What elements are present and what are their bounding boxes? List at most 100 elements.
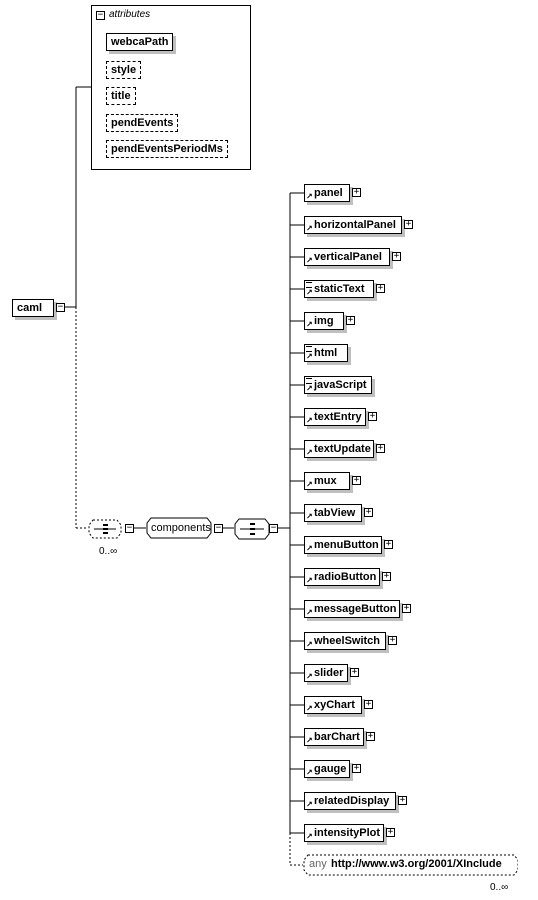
- text-content-icon: [306, 282, 312, 288]
- element-label: mux: [314, 475, 337, 487]
- element-html[interactable]: ↗html: [304, 344, 348, 362]
- element-label: html: [314, 347, 338, 359]
- element-verticalPanel[interactable]: ↗verticalPanel: [304, 248, 390, 266]
- expand-icon[interactable]: +: [352, 763, 361, 773]
- element-staticText[interactable]: ↗staticText: [304, 280, 374, 298]
- element-textEntry[interactable]: ↗textEntry: [304, 408, 366, 426]
- choice-collapse-icon[interactable]: −: [269, 523, 278, 533]
- element-label: textEntry: [314, 411, 362, 423]
- element-label: menuButton: [314, 539, 379, 551]
- element-label: horizontalPanel: [314, 219, 396, 231]
- reference-arrow-icon: ↗: [306, 480, 313, 489]
- expand-icon[interactable]: +: [352, 475, 361, 485]
- expand-icon[interactable]: +: [402, 603, 411, 613]
- reference-arrow-icon: ↗: [306, 256, 313, 265]
- reference-arrow-icon: ↗: [306, 736, 313, 745]
- element-messageButton[interactable]: ↗messageButton: [304, 600, 400, 618]
- element-wheelSwitch[interactable]: ↗wheelSwitch: [304, 632, 386, 650]
- expand-icon[interactable]: +: [404, 219, 413, 229]
- root-element-caml[interactable]: caml: [12, 299, 54, 317]
- element-xyChart[interactable]: ↗xyChart: [304, 696, 362, 714]
- element-label: panel: [314, 187, 343, 199]
- element-panel[interactable]: ↗panel: [304, 184, 350, 202]
- expand-icon[interactable]: +: [352, 187, 361, 197]
- expand-icon[interactable]: +: [388, 635, 397, 645]
- reference-arrow-icon: ↗: [306, 768, 313, 777]
- element-gauge[interactable]: ↗gauge: [304, 760, 350, 778]
- sequence-compositor-icon[interactable]: [88, 519, 122, 539]
- components-collapse-icon[interactable]: −: [214, 523, 223, 533]
- element-label: img: [314, 315, 334, 327]
- expand-icon[interactable]: +: [386, 827, 395, 837]
- components-group[interactable]: components: [146, 517, 212, 539]
- element-javaScript[interactable]: ↗javaScript: [304, 376, 372, 394]
- attribute-style[interactable]: style: [106, 61, 142, 79]
- element-label: radioButton: [314, 571, 377, 583]
- element-label: xyChart: [314, 699, 355, 711]
- components-label: components: [151, 522, 211, 534]
- expand-icon[interactable]: +: [382, 571, 391, 581]
- element-img[interactable]: ↗img: [304, 312, 344, 330]
- attributes-title: attributes: [109, 9, 151, 20]
- element-label: tabView: [314, 507, 356, 519]
- element-label: javaScript: [314, 379, 367, 391]
- expand-icon[interactable]: +: [366, 731, 375, 741]
- reference-arrow-icon: ↗: [306, 352, 313, 361]
- reference-arrow-icon: ↗: [306, 512, 313, 521]
- expand-icon[interactable]: +: [384, 539, 393, 549]
- reference-arrow-icon: ↗: [306, 576, 313, 585]
- sequence-collapse-icon[interactable]: −: [125, 523, 134, 533]
- element-mux[interactable]: ↗mux: [304, 472, 350, 490]
- reference-arrow-icon: ↗: [306, 672, 313, 681]
- reference-arrow-icon: ↗: [306, 224, 313, 233]
- reference-arrow-icon: ↗: [306, 384, 313, 393]
- element-menuButton[interactable]: ↗menuButton: [304, 536, 382, 554]
- root-collapse-icon[interactable]: −: [56, 302, 65, 312]
- any-namespace: http://www.w3.org/2001/XInclude: [331, 858, 502, 870]
- expand-icon[interactable]: +: [376, 283, 385, 293]
- expand-icon[interactable]: +: [364, 699, 373, 709]
- expand-icon[interactable]: +: [368, 411, 377, 421]
- element-label: verticalPanel: [314, 251, 382, 263]
- any-occurrence: 0..∞: [490, 882, 509, 893]
- reference-arrow-icon: ↗: [306, 448, 313, 457]
- element-label: wheelSwitch: [314, 635, 381, 647]
- any-label: any: [309, 858, 327, 870]
- reference-arrow-icon: ↗: [306, 192, 313, 201]
- expand-icon[interactable]: +: [376, 443, 385, 453]
- element-radioButton[interactable]: ↗radioButton: [304, 568, 380, 586]
- text-content-icon: [306, 346, 312, 352]
- element-label: slider: [314, 667, 344, 679]
- attribute-title[interactable]: title: [106, 87, 136, 105]
- any-wildcard[interactable]: any http://www.w3.org/2001/XInclude: [303, 854, 518, 876]
- attribute-pendEventsPeriodMs[interactable]: pendEventsPeriodMs: [106, 140, 228, 158]
- expand-icon[interactable]: +: [350, 667, 359, 677]
- element-barChart[interactable]: ↗barChart: [304, 728, 364, 746]
- expand-icon[interactable]: +: [364, 507, 373, 517]
- element-label: messageButton: [314, 603, 397, 615]
- expand-icon[interactable]: +: [392, 251, 401, 261]
- element-label: textUpdate: [314, 443, 371, 455]
- reference-arrow-icon: ↗: [306, 320, 313, 329]
- element-label: barChart: [314, 731, 360, 743]
- sequence-occurrence: 0..∞: [99, 546, 118, 557]
- text-content-icon: [306, 378, 312, 384]
- reference-arrow-icon: ↗: [306, 800, 313, 809]
- attributes-collapse-icon[interactable]: −: [96, 10, 105, 20]
- element-textUpdate[interactable]: ↗textUpdate: [304, 440, 374, 458]
- reference-arrow-icon: ↗: [306, 704, 313, 713]
- expand-icon[interactable]: +: [398, 795, 407, 805]
- element-relatedDisplay[interactable]: ↗relatedDisplay: [304, 792, 396, 810]
- attribute-webcaPath[interactable]: webcaPath: [106, 33, 174, 51]
- expand-icon[interactable]: +: [346, 315, 355, 325]
- element-intensityPlot[interactable]: ↗intensityPlot: [304, 824, 384, 842]
- element-slider[interactable]: ↗slider: [304, 664, 348, 682]
- reference-arrow-icon: ↗: [306, 416, 313, 425]
- attribute-pendEvents[interactable]: pendEvents: [106, 114, 179, 132]
- element-horizontalPanel[interactable]: ↗horizontalPanel: [304, 216, 402, 234]
- element-label: relatedDisplay: [314, 795, 390, 807]
- choice-compositor-icon[interactable]: [234, 518, 270, 540]
- reference-arrow-icon: ↗: [306, 832, 313, 841]
- element-tabView[interactable]: ↗tabView: [304, 504, 362, 522]
